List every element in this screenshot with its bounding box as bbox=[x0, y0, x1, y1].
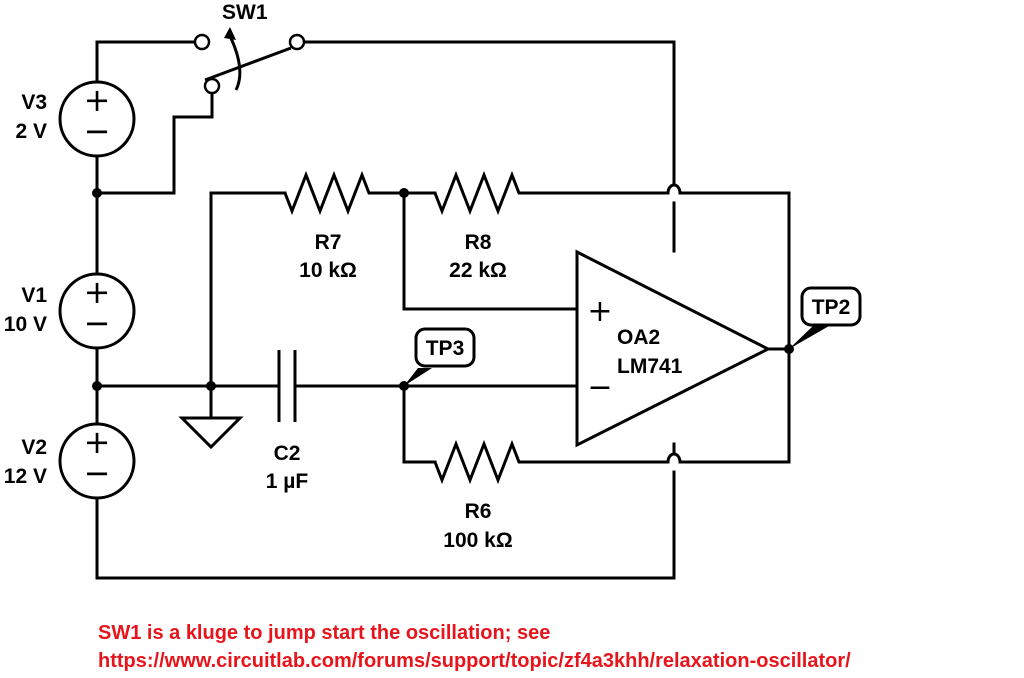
opamp-oa2: + − OA2 LM741 bbox=[575, 249, 772, 448]
r8-value: 22 kΩ bbox=[449, 259, 507, 282]
testpoint-pointer bbox=[789, 324, 829, 349]
testpoint-tp2: TP2 bbox=[789, 286, 862, 349]
r8-label: R8 bbox=[465, 231, 492, 254]
minus-symbol: − bbox=[84, 454, 111, 492]
switch-contact bbox=[288, 33, 306, 51]
sw1-label: SW1 bbox=[222, 1, 268, 24]
source-v1: + − V1 10 V bbox=[4, 272, 136, 350]
minus-symbol: − bbox=[84, 304, 111, 342]
oa2-value: LM741 bbox=[617, 355, 683, 378]
source-circle bbox=[58, 272, 136, 350]
resistor-r7: R7 10 kΩ bbox=[283, 170, 372, 282]
noninverting-input-symbol: + bbox=[587, 294, 612, 329]
switch-arrowhead-icon bbox=[224, 27, 236, 40]
tp3-label: TP3 bbox=[426, 337, 465, 360]
wire-top-right bbox=[295, 40, 676, 185]
source-circle bbox=[58, 422, 136, 500]
r6-value: 100 kΩ bbox=[443, 529, 512, 552]
plus-symbol: + bbox=[84, 81, 111, 119]
ground-symbol bbox=[178, 384, 244, 450]
resistor-r6: R6 100 kΩ bbox=[433, 439, 522, 552]
testpoint-pointer bbox=[404, 368, 432, 386]
plus-symbol: + bbox=[84, 423, 111, 461]
resistor-zigzag bbox=[433, 170, 522, 216]
wire-sw1-common bbox=[95, 91, 214, 195]
junction-dot bbox=[399, 188, 409, 198]
oa2-label: OA2 bbox=[617, 326, 660, 349]
inverting-input-symbol: − bbox=[587, 370, 612, 405]
r7-value: 10 kΩ bbox=[299, 259, 357, 282]
v2-label: V2 bbox=[21, 436, 47, 459]
wire-ground-to-r7 bbox=[209, 191, 287, 388]
switch-lever bbox=[204, 46, 292, 82]
r7-label: R7 bbox=[315, 231, 342, 254]
source-circle bbox=[58, 80, 136, 158]
testpoint-tp3: TP3 bbox=[404, 327, 476, 386]
v3-value: 2 V bbox=[15, 120, 47, 143]
opamp-triangle bbox=[575, 249, 772, 448]
v1-value: 10 V bbox=[4, 313, 47, 336]
wire-r8-to-tp2 bbox=[520, 183, 791, 351]
v3-label: V3 bbox=[21, 91, 47, 114]
switch-common-contact bbox=[203, 77, 221, 95]
resistor-zigzag bbox=[433, 439, 522, 485]
minus-symbol: − bbox=[84, 112, 111, 150]
resistor-r8: R8 22 kΩ bbox=[433, 170, 522, 282]
note-link[interactable]: https://www.circuitlab.com/forums/suppor… bbox=[98, 650, 851, 672]
switch-sw1: SW1 bbox=[193, 1, 306, 95]
wire-node-to-plus bbox=[402, 191, 579, 311]
wire-r6-to-output bbox=[520, 347, 791, 464]
r6-label: R6 bbox=[465, 500, 492, 523]
plus-symbol: + bbox=[84, 273, 111, 311]
switch-actuator-arc bbox=[228, 35, 242, 91]
wires bbox=[95, 40, 791, 580]
switch-contact bbox=[193, 33, 211, 51]
wire-tp3-to-r6 bbox=[402, 384, 437, 464]
source-v2: + − V2 12 V bbox=[4, 422, 136, 500]
resistor-zigzag bbox=[283, 170, 372, 216]
c2-label: C2 bbox=[274, 442, 301, 465]
wire-left-rail-bottom bbox=[95, 496, 676, 580]
junction-dot bbox=[92, 188, 102, 198]
c2-value: 1 µF bbox=[266, 470, 309, 493]
note-line-1: SW1 is a kluge to jump start the oscilla… bbox=[98, 622, 551, 644]
source-v3: + − V3 2 V bbox=[15, 80, 136, 158]
testpoint-box bbox=[414, 327, 476, 368]
ground-triangle-icon bbox=[178, 416, 244, 450]
v2-value: 12 V bbox=[4, 465, 47, 488]
junction-dot bbox=[92, 381, 102, 391]
v1-label: V1 bbox=[21, 284, 47, 307]
testpoint-box bbox=[800, 286, 862, 327]
capacitor-c2: C2 1 µF bbox=[266, 350, 309, 493]
tp2-label: TP2 bbox=[812, 296, 851, 319]
